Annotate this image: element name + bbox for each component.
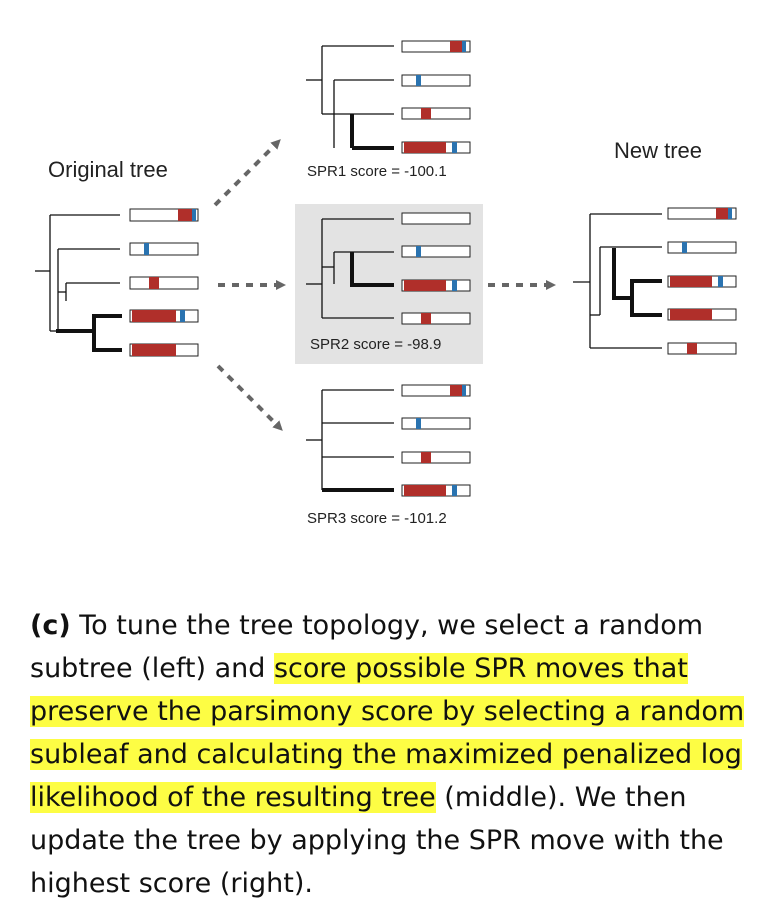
spr1-tree	[306, 45, 394, 150]
new-tree-leaves	[667, 207, 737, 355]
arrow-to-spr3	[216, 364, 283, 431]
new-tree	[573, 213, 662, 349]
figure: Original tree New tree SPR1 score = -100…	[35, 40, 737, 527]
spr1-leaves	[401, 40, 471, 154]
original-tree-leaves	[129, 208, 199, 357]
original-tree-label: Original tree	[48, 157, 168, 182]
spr3-score-label: SPR3 score = -101.2	[307, 510, 447, 527]
spr2-score-label: SPR2 score = -98.9	[310, 336, 442, 353]
caption-panel-label: (c)	[30, 610, 71, 641]
spr2-leaves	[401, 212, 471, 325]
spr2-tree	[306, 218, 394, 319]
original-tree	[35, 214, 122, 352]
new-tree-label: New tree	[614, 138, 703, 163]
spr-diagram	[35, 40, 737, 497]
arrow-to-spr1	[213, 139, 281, 207]
spr3-leaves	[401, 384, 471, 497]
spr1-score-label: SPR1 score = -100.1	[307, 163, 447, 180]
caption-text-1: To tune the tree topology, we select a r…	[30, 610, 704, 684]
spr3-tree	[306, 389, 394, 492]
caption-text-2: (middle). We then update the tree by app…	[30, 782, 724, 899]
figure-caption: (c) To tune the tree topology, we select…	[30, 604, 755, 905]
